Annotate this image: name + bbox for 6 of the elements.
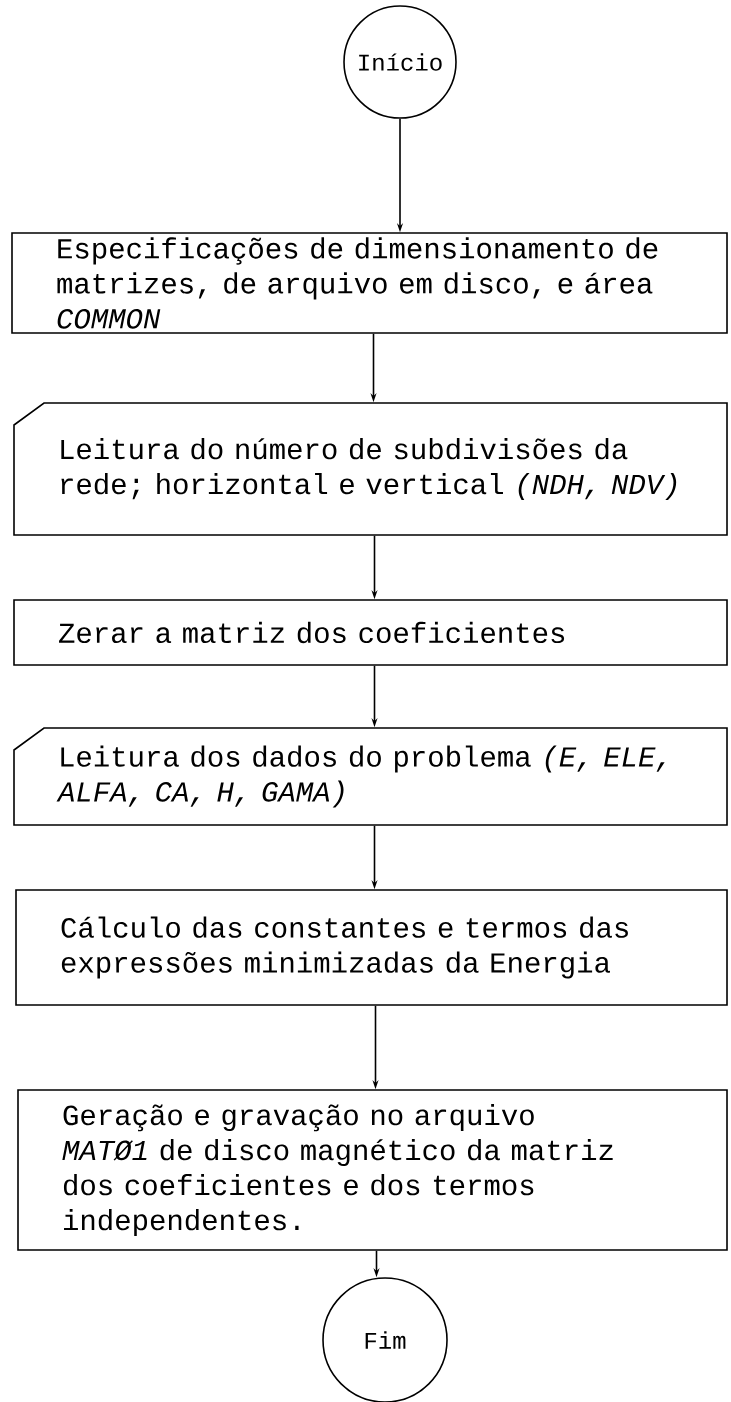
process-box: Cálculo das constantes e termos das expressões minimizadas da Energia [15,889,728,1006]
process-box: Especificações de dimensionamento de matrizes, de arquivo em disco, e área COMMON [11,232,728,334]
process-box: Zerar a matriz dos coeficientes [13,599,728,666]
manual-input-box: Leitura do número de subdivisões da rede; horizontal e vertical (NDH, NDV) [13,402,728,536]
process-box: Geração e gravação no arquivo MATØ1 de disco magnético da matriz dos coeficientes e dos termos independentes. [17,1089,728,1251]
manual-input-box: Leitura dos dados do problema (E, ELE, ALFA, CA, H, GAMA) [13,727,728,826]
